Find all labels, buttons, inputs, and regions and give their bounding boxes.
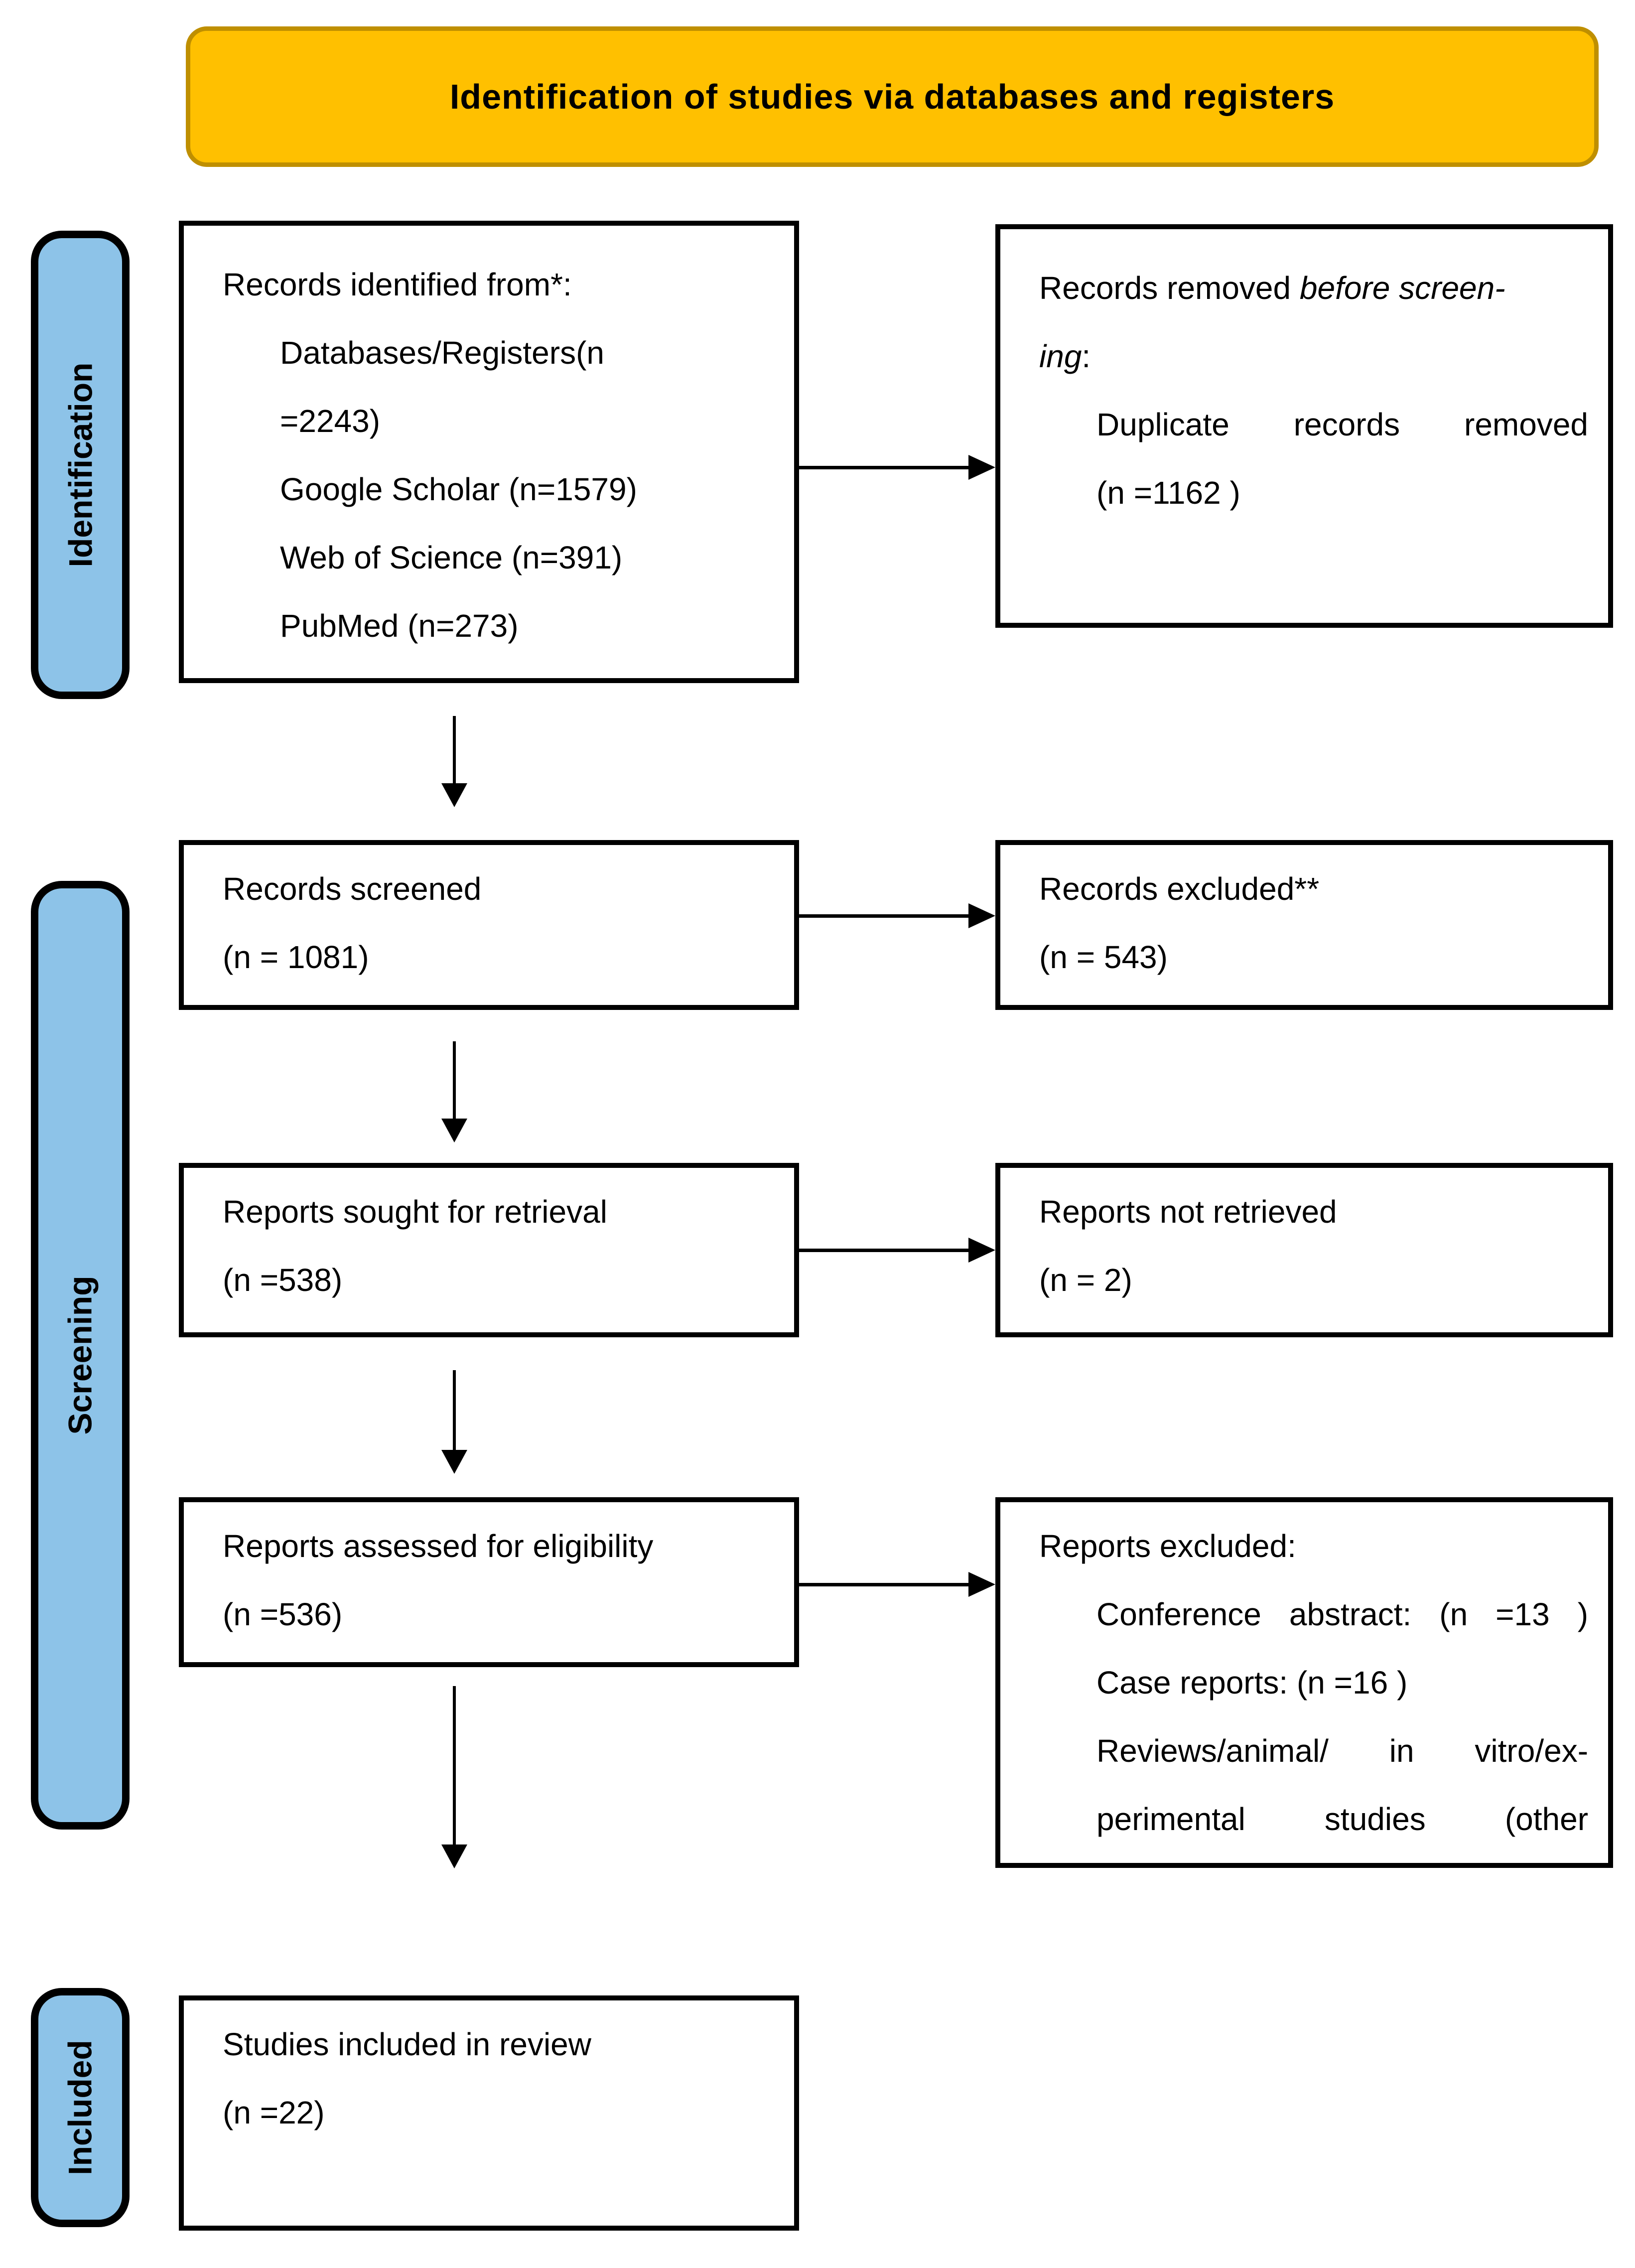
box-records-identified: Records identified from*: Databases/Regi… xyxy=(179,221,799,683)
arrow-screened-to-sought xyxy=(441,1041,467,1142)
box-text-line: Studies included in review xyxy=(223,2026,591,2062)
box-text-line: (n =538) xyxy=(223,1262,343,1298)
box-text-line: (n =22) xyxy=(223,2095,325,2130)
box-reports-assessed: Reports assessed for eligibility (n =536… xyxy=(179,1497,799,1667)
arrow-stem xyxy=(799,466,969,469)
box-text-line: (n = 1081) xyxy=(223,939,369,975)
sidebar-identification: Identification xyxy=(31,231,130,699)
box-text-line: (n = 2) xyxy=(1039,1262,1132,1298)
box-records-screened: Records screened (n = 1081) xyxy=(179,840,799,1010)
box-text-line: Reports sought for retrieval xyxy=(223,1194,607,1230)
box-text-line: Google Scholar (n=1579) xyxy=(280,471,637,507)
box-text-line: Reports not retrieved xyxy=(1039,1194,1337,1230)
arrow-stem xyxy=(799,1583,969,1586)
box-text-line: Databases/Registers(n xyxy=(280,335,604,371)
box-text-line: Conference abstract: (n =13 ) xyxy=(1096,1596,1588,1632)
box-text-line: perimental studies (other xyxy=(1096,1801,1588,1837)
sidebar-identification-label: Identification xyxy=(62,362,99,567)
arrow-head xyxy=(441,1844,467,1868)
arrow-identified-to-removed xyxy=(799,455,995,480)
box-records-removed: Records removed before screen- ing: Dupl… xyxy=(995,224,1613,628)
arrow-stem xyxy=(799,1249,969,1252)
box-text-line: (n = 543) xyxy=(1039,939,1168,975)
box-text-line: Records identified from*: xyxy=(223,267,572,302)
box-text-line: Records removed before screen- xyxy=(1039,254,1588,322)
arrow-head xyxy=(968,455,995,480)
arrow-assessed-to-included xyxy=(441,1686,467,1868)
box-text-segment: Records removed xyxy=(1039,270,1300,306)
sidebar-included-label: Included xyxy=(62,2040,99,2175)
box-text-line: (n =1162 ) xyxy=(1096,475,1240,511)
box-text-line: Records excluded** xyxy=(1039,871,1320,907)
box-text-line: Reports assessed for eligibility xyxy=(223,1528,654,1564)
arrow-head xyxy=(968,903,995,928)
arrow-head xyxy=(441,1119,467,1142)
arrow-head xyxy=(968,1572,995,1597)
arrow-stem xyxy=(453,1686,456,1844)
arrow-head xyxy=(441,783,467,807)
box-text-segment-italic: before screen- xyxy=(1299,270,1505,306)
arrow-head xyxy=(968,1238,995,1263)
arrow-sought-to-not-retrieved xyxy=(799,1238,995,1263)
arrow-stem xyxy=(453,1041,456,1119)
banner: Identification of studies via databases … xyxy=(186,26,1599,167)
arrow-assessed-to-excluded xyxy=(799,1572,995,1597)
sidebar-screening-label: Screening xyxy=(62,1276,99,1435)
arrow-stem xyxy=(453,1370,456,1450)
box-text-line: (n =536) xyxy=(223,1596,343,1632)
box-text-segment-italic: ing xyxy=(1039,338,1082,374)
banner-title: Identification of studies via databases … xyxy=(449,77,1335,116)
box-text-line: =2243) xyxy=(280,403,381,439)
box-studies-included: Studies included in review (n =22) xyxy=(179,1995,799,2231)
arrow-identified-to-screened xyxy=(441,716,467,807)
arrow-sought-to-assessed xyxy=(441,1370,467,1474)
box-reports-sought: Reports sought for retrieval (n =538) xyxy=(179,1163,799,1337)
arrow-stem xyxy=(453,716,456,783)
box-text-line: Web of Science (n=391) xyxy=(280,540,623,575)
arrow-stem xyxy=(799,914,969,918)
arrow-screened-to-excluded xyxy=(799,903,995,928)
box-text-line: Records screened xyxy=(223,871,482,907)
sidebar-included: Included xyxy=(31,1988,130,2227)
box-text-line: ing: xyxy=(1039,322,1588,391)
box-reports-excluded: Reports excluded: Conference abstract: (… xyxy=(995,1497,1613,1868)
box-text-line: Case reports: (n =16 ) xyxy=(1096,1665,1408,1701)
box-text-line: Duplicate records removed xyxy=(1096,407,1588,442)
box-text-line: PubMed (n=273) xyxy=(280,608,519,644)
box-text-segment: : xyxy=(1082,338,1091,374)
box-text-line: Reports excluded: xyxy=(1039,1528,1296,1564)
sidebar-screening: Screening xyxy=(31,881,130,1830)
box-reports-not-retrieved: Reports not retrieved (n = 2) xyxy=(995,1163,1613,1337)
box-text-line: Reviews/animal/ in vitro/ex- xyxy=(1096,1733,1588,1769)
arrow-head xyxy=(441,1450,467,1474)
box-records-excluded: Records excluded** (n = 543) xyxy=(995,840,1613,1010)
